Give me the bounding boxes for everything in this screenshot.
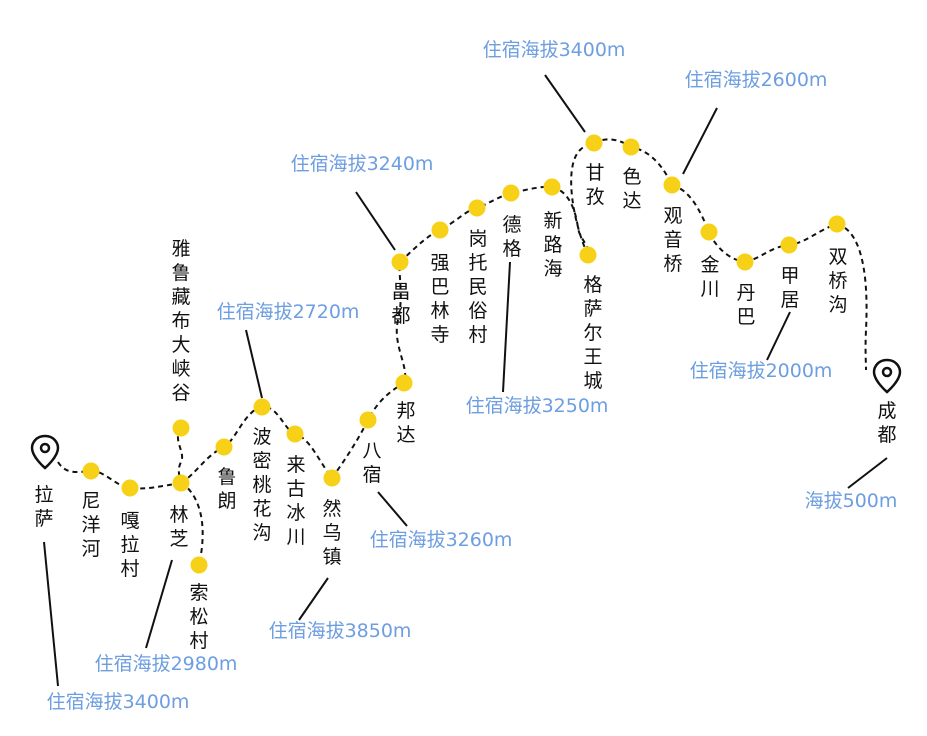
altitude-label-chengdu: 海拔500m — [805, 490, 898, 512]
stop-dot-shuangqiao — [828, 215, 846, 233]
stop-dot-linzhi — [172, 474, 190, 492]
stop-label-shuangqiao: 双桥沟 — [828, 246, 847, 316]
stop-dot-niyanghe — [82, 462, 100, 480]
leader-lasa — [43, 541, 59, 687]
stop-dot-lulang — [215, 438, 233, 456]
stop-dot-xinluhai — [543, 178, 561, 196]
stop-label-jiaju: 甲居 — [780, 265, 799, 311]
stop-label-gesaer: 格萨尔王城 — [583, 274, 602, 392]
stop-label-lulang: 鲁朗 — [217, 466, 236, 512]
stop-dot-guanyin — [663, 176, 681, 194]
leader-changdu — [355, 191, 396, 251]
stop-dot-ranwu — [323, 469, 341, 487]
stop-dot-jiaju — [780, 236, 798, 254]
leader-guanyin — [682, 107, 718, 175]
stop-dot-danba — [736, 253, 754, 271]
stop-label-qiangba: 强巴林寺 — [430, 252, 449, 346]
map-pin-icon — [872, 358, 902, 394]
map-pin-icon — [30, 434, 60, 470]
leader-basu — [377, 491, 408, 527]
stop-label-guanyin: 观音桥 — [663, 205, 682, 275]
stop-label-danba: 丹巴 — [736, 282, 755, 328]
stop-label-seda: 色达 — [622, 166, 641, 212]
leader-ganzi — [544, 74, 586, 133]
leader-dege — [502, 261, 511, 393]
stop-dot-jinchuan — [700, 223, 718, 241]
stop-label-yalu: 雅鲁藏布大峡谷 — [171, 238, 190, 404]
stop-dot-seda — [622, 138, 640, 156]
stop-dot-gangtuo — [468, 199, 486, 217]
leader-chengdu — [847, 457, 888, 489]
stop-label-laigu: 来古冰川 — [286, 454, 305, 548]
stop-label-dege: 德格 — [502, 214, 521, 260]
stop-dot-changdu — [391, 253, 409, 271]
stop-dot-ganzi — [585, 134, 603, 152]
stop-label-xinluhai: 新路海 — [543, 210, 562, 280]
stop-label-ganzi: 甘孜 — [585, 162, 604, 208]
stop-label-lasa: 拉萨 — [34, 484, 53, 530]
stop-label-gangtuo: 岗托民俗村 — [468, 228, 487, 346]
stop-dot-suosong — [190, 556, 208, 574]
altitude-label-ranwu: 住宿海拔3850m — [269, 620, 412, 642]
stop-label-chengdu: 成都 — [877, 400, 896, 446]
altitude-label-linzhi: 住宿海拔2980m — [95, 653, 238, 675]
leader-jiaju — [766, 311, 791, 361]
altitude-label-dege: 住宿海拔3250m — [466, 395, 609, 417]
stop-label-linzhi: 林芝 — [169, 504, 188, 550]
leader-bomi — [245, 329, 263, 399]
altitude-label-ganzi: 住宿海拔3400m — [483, 39, 626, 61]
stop-label-basu: 八宿 — [362, 440, 381, 486]
leader-ranwu — [298, 577, 329, 621]
stop-dot-bangda — [395, 374, 413, 392]
stop-dot-qiangba — [431, 221, 449, 239]
stop-dot-dege — [502, 184, 520, 202]
stop-label-ranwu: 然乌镇 — [322, 498, 341, 568]
stop-dot-laigu — [286, 425, 304, 443]
leader-linzhi — [145, 559, 173, 649]
stop-label-bangda: 邦达 — [396, 400, 415, 446]
altitude-label-changdu: 住宿海拔3240m — [291, 153, 434, 175]
stop-dots — [82, 134, 846, 574]
altitude-label-jiaju: 住宿海拔2000m — [690, 360, 833, 382]
altitude-label-basu: 住宿海拔3260m — [370, 529, 513, 551]
stop-dot-galacun — [121, 479, 139, 497]
stop-label-bomi: 波密桃花沟 — [252, 426, 271, 544]
stop-dot-basu — [359, 411, 377, 429]
stop-label-galacun: 嘎拉村 — [120, 510, 139, 580]
altitude-label-lasa: 住宿海拔3400m — [47, 691, 190, 713]
stop-label-changdu: 昌都 — [391, 281, 410, 327]
stop-label-jinchuan: 金川 — [700, 254, 719, 300]
stop-dot-bomi — [253, 398, 271, 416]
stop-dot-gesaer — [579, 246, 597, 264]
altitude-label-guanyin: 住宿海拔2600m — [685, 69, 828, 91]
stop-label-niyanghe: 尼洋河 — [81, 490, 100, 560]
stop-dot-yalu — [172, 419, 190, 437]
altitude-label-bomi: 住宿海拔2720m — [217, 301, 360, 323]
stop-label-suosong: 索松村 — [189, 582, 208, 652]
altitude-labels: 住宿海拔3400m 住宿海拔2980m 住宿海拔2720m 住宿海拔3850m 住宿海拔… — [47, 39, 898, 713]
